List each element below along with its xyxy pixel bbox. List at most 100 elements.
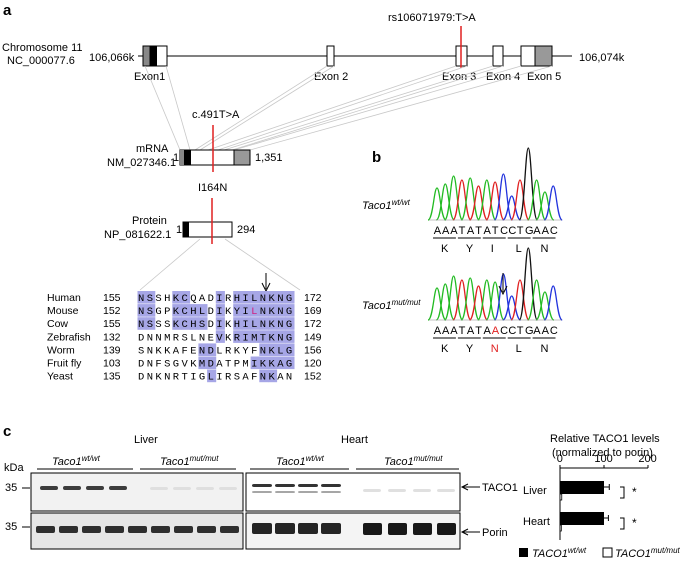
conservation-cell [259,369,269,383]
significance-bracket [620,486,625,499]
protein-start-number: 1 [176,224,182,236]
alignment-end: 149 [304,331,322,343]
conservation-cell [259,304,269,317]
mrna-3utr [233,149,251,166]
blot-band [388,489,406,492]
snp-label: rs106071979:T>A [388,12,476,24]
trace-peak [460,277,480,321]
category-label: Liver [523,485,547,497]
trace-peak [427,187,447,221]
alignment-species: Mouse [47,305,79,317]
conservation-cell [250,330,260,343]
band-label-taco1: TACO1 [482,482,518,494]
alignment-end: 172 [304,318,322,330]
base-call: A [434,325,442,337]
conservation-cell [276,304,286,317]
base-call: T [475,225,482,237]
blot-band [219,487,237,490]
conservation-cell [198,343,208,356]
amino-acid: Y [466,243,474,255]
exon-4 [492,45,504,67]
legend-swatch-mut [602,547,613,558]
blot-band [252,491,272,493]
trace-peak [535,191,555,221]
base-call: A [533,225,541,237]
alignment-species: Zebrafish [47,331,91,343]
base-call: A [533,325,541,337]
trace-peak [452,279,472,321]
base-call: A [492,325,500,337]
blot-band [82,526,101,533]
panel-label-c: c [3,423,11,440]
conservation-cell [268,330,278,343]
base-call: C [500,325,508,337]
x-tick-label: 0 [557,453,563,465]
base-call: T [492,225,499,237]
chromosome-accession: NC_000077.6 [7,55,75,67]
blot-band [363,489,381,492]
conservation-cell [215,304,225,317]
blot-band [220,526,239,533]
base-call: A [434,225,442,237]
blot-band [298,484,318,487]
mrna-variant-label: c.491T>A [192,109,240,121]
blot-band [252,523,272,534]
alignment-end: 152 [304,371,322,383]
conservation-cell [181,317,191,330]
conservation-cell [241,304,251,317]
conservation-cell [137,291,147,304]
legend-swatch-wt [519,548,528,557]
alignment-start: 135 [103,371,121,383]
mrna-accession: NM_027346.1 [107,157,176,169]
trace-peak [493,173,514,221]
blot-band [275,523,295,534]
left-arrow-icon [460,528,469,536]
blot-band [298,523,318,534]
blot-bands [36,484,456,535]
trace-peak [477,179,497,221]
trace-peak [502,295,522,321]
alignment-start: 152 [103,305,121,317]
conservation-cell [215,330,225,343]
blot-heart-taco1 [245,472,461,512]
conservation-cell [172,317,182,330]
amino-acid: N [491,343,499,355]
blot-band [275,491,295,493]
conservation-cell [241,291,251,304]
conservation-cell [276,343,286,356]
base-call: T [517,325,524,337]
conservation-cell [207,343,217,356]
base-call: T [517,225,524,237]
blot-band [109,486,127,490]
trace-peak [535,291,555,321]
mrna-label: mRNA [136,143,169,155]
protein-variant-label: I164N [198,182,227,194]
protein-alignment-projection [139,238,301,291]
conservation-cell [259,317,269,330]
blot-band [150,487,168,490]
blot-band [275,484,295,487]
trace-peak [477,279,497,321]
conservation-cell [259,291,269,304]
exon-1-start [150,46,157,66]
genotype-header-heart-mut: Taco1mut/mut [384,454,443,468]
blot-band [437,489,455,492]
chart-subtitle: (normalized to porin) [552,447,653,459]
conservation-cell [268,356,278,370]
alignment-start: 155 [103,318,121,330]
amino-acid: L [516,243,522,255]
conservation-cell [285,356,295,370]
trace-peak [526,179,547,221]
bar-mut [559,493,563,501]
conservation-cell [276,291,286,304]
trace-peak [518,247,538,321]
conservation-cell [137,304,147,317]
exon-1-utr [142,45,151,67]
base-call: A [484,325,492,337]
alignment-start: 103 [103,358,121,370]
conservation-cell [250,291,260,304]
chart-title: Relative TACO1 levels [550,433,660,445]
amino-acid: Y [466,343,474,355]
